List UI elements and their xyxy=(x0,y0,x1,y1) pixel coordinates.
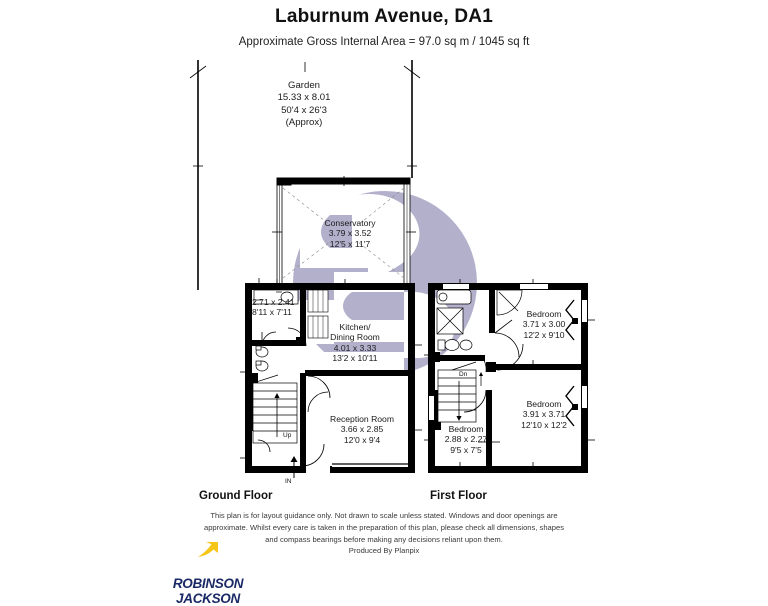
garden-imperial: 50'4 x 26'3 xyxy=(281,104,327,116)
page-footer: This plan is for layout guidance only. N… xyxy=(0,510,768,555)
utility-imperial: 8'11 x 7'11 xyxy=(252,307,292,318)
kitchen-name-line1: Kitchen/ xyxy=(339,322,371,332)
room-label-kitchen-dining: Kitchen/ Dining Room 4.01 x 3.33 13'2 x … xyxy=(310,322,400,364)
reception-name: Reception Room xyxy=(329,414,394,424)
bathroom-fixtures xyxy=(436,289,473,351)
page-title: Laburnum Avenue, DA1 xyxy=(275,6,493,27)
entrance-arrow xyxy=(290,456,298,478)
room-label-bedroom-2: Bedroom 3.91 x 3.71 12'10 x 12'2 xyxy=(498,399,590,430)
logo-line-1: ROBINSON xyxy=(172,576,244,591)
first-window-marks xyxy=(424,279,595,472)
bedroom1-metric: 3.71 x 3.00 xyxy=(522,319,566,330)
page-header: Laburnum Avenue, DA1 Approximate Gross I… xyxy=(0,0,768,48)
floor-plan-drawing xyxy=(189,60,595,478)
room-label-reception: Reception Room 3.66 x 2.85 12'0 x 9'4 xyxy=(312,414,412,445)
ground-staircase xyxy=(252,374,298,444)
produced-by-text: Produced By Planpix xyxy=(348,546,420,556)
conservatory-name: Conservatory xyxy=(324,218,376,228)
kitchen-units xyxy=(307,289,329,339)
stairs-down-label: Dn xyxy=(459,371,468,378)
first-bay-windows xyxy=(565,299,578,427)
bedroom3-imperial: 9'5 x 7'5 xyxy=(450,444,482,455)
room-label-utility: 2.71 x 2.41 8'11 x 7'11 xyxy=(252,297,344,318)
reception-imperial: 12'0 x 9'4 xyxy=(343,434,381,445)
robinson-jackson-logo: ROBINSON JACKSON xyxy=(160,540,256,605)
first-staircase xyxy=(437,361,477,423)
bedroom2-imperial: 12'10 x 12'2 xyxy=(521,419,567,430)
room-label-bedroom-1: Bedroom 3.71 x 3.00 12'2 x 9'10 xyxy=(498,309,590,340)
ground-floor-plan xyxy=(240,176,422,478)
logo-line-2: JACKSON xyxy=(176,590,240,606)
room-label-garden: Garden 15.33 x 8.01 50'4 x 26'3 (Approx) xyxy=(232,80,376,130)
ground-floor-walls xyxy=(245,283,415,473)
conservatory-metric: 3.79 x 3.52 xyxy=(328,228,372,239)
first-floor-caption: First Floor xyxy=(430,490,487,502)
first-floor-doors xyxy=(463,319,524,413)
reception-metric: 3.66 x 2.85 xyxy=(340,424,384,435)
entrance-label: IN xyxy=(285,478,292,485)
utility-metric: 2.71 x 2.41 xyxy=(252,297,295,307)
garden-name: Garden xyxy=(288,80,320,91)
conservatory-imperial: 12'5 x 11'7 xyxy=(329,238,371,249)
landing-arrow xyxy=(479,372,483,386)
disclaimer-text: This plan is for layout guidance only. N… xyxy=(203,511,565,544)
kitchen-metric: 4.01 x 3.33 xyxy=(333,342,377,353)
first-wall-openings xyxy=(429,284,587,420)
ground-floor-caption: Ground Floor xyxy=(199,490,273,502)
stairs-up-label: Up xyxy=(283,432,292,439)
first-floor-plan xyxy=(424,279,595,473)
ground-floor-doors xyxy=(257,327,331,467)
room-label-bedroom-3: Bedroom 2.88 x 2.27 9'5 x 7'5 xyxy=(420,424,512,455)
garden-metric: 15.33 x 8.01 xyxy=(277,92,331,104)
ensuite-quadrant xyxy=(496,289,523,316)
logo-arrow-icon xyxy=(198,542,218,557)
utility-fixtures xyxy=(253,289,299,305)
garden-outline xyxy=(189,60,421,290)
ground-bay-window xyxy=(332,462,408,467)
room-label-conservatory: Conservatory 3.79 x 3.52 12'5 x 11'7 xyxy=(295,218,405,249)
kitchen-name-line2: Dining Room xyxy=(330,332,380,343)
bedroom2-name: Bedroom xyxy=(526,399,562,409)
kitchen-imperial: 13'2 x 10'11 xyxy=(332,353,378,364)
bedroom3-name: Bedroom xyxy=(448,424,484,434)
first-floor-walls xyxy=(428,283,588,473)
bedroom2-metric: 3.91 x 3.71 xyxy=(522,409,566,420)
gross-internal-area-text: Approximate Gross Internal Area = 97.0 s… xyxy=(238,36,530,48)
bedroom1-name: Bedroom xyxy=(526,309,562,319)
cloakroom-fixtures xyxy=(255,345,269,372)
bedroom3-metric: 2.88 x 2.27 xyxy=(444,434,488,445)
bedroom1-imperial: 12'2 x 9'10 xyxy=(523,329,565,340)
garden-approx: (Approx) xyxy=(285,117,323,129)
